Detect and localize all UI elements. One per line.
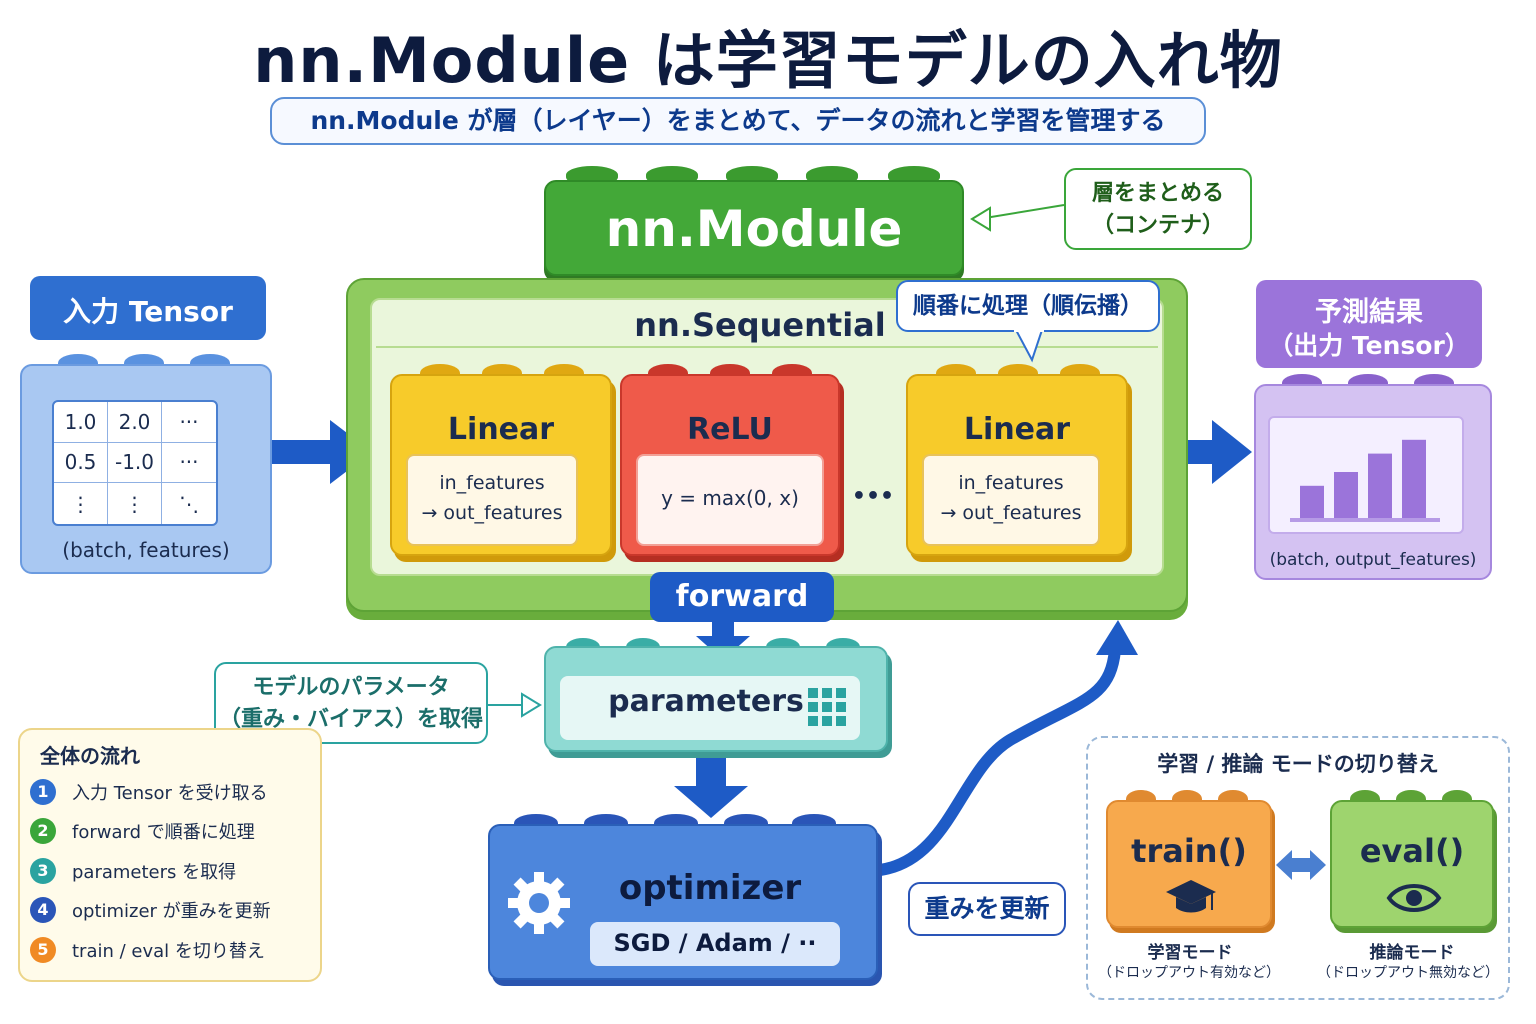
- mode-switch-icon: [1276, 850, 1326, 880]
- modes-title: 学習 / 推論 モードの切り替え: [1157, 752, 1439, 776]
- nn-module-label: nn.Module: [605, 200, 903, 258]
- step-number: 2: [30, 818, 56, 844]
- layers-ellipsis: •••: [851, 484, 895, 509]
- forward-badge: forward: [650, 572, 834, 622]
- params-arrow-shaft: [696, 750, 726, 790]
- input-shape: (batch, features): [62, 538, 230, 562]
- output-bar: [1300, 485, 1324, 518]
- eval-caption: 推論モード: [1369, 943, 1455, 963]
- flow-panel: [18, 728, 322, 982]
- subtitle-banner: nn.Module が層（レイヤー）をまとめて、データの流れと学習を管理する: [270, 97, 1206, 145]
- optimizer-callout: 重みを更新: [908, 882, 1066, 936]
- output-shape: (batch, output_features): [1269, 550, 1477, 570]
- train-caption: 学習モード: [1147, 943, 1233, 963]
- output-chart: [1268, 416, 1464, 534]
- output-bars: [1290, 439, 1440, 522]
- parameters-grid-icon: [808, 688, 846, 726]
- output-tensor-block: (batch, output_features): [1254, 384, 1492, 580]
- page-title: nn.Module は学習モデルの入れ物: [253, 24, 1283, 97]
- forward-arrow-shaft: [712, 620, 734, 640]
- output-bar: [1334, 472, 1358, 518]
- output-bar: [1402, 439, 1426, 518]
- train-caption-detail: （ドロップアウト有効など）: [1098, 965, 1280, 981]
- output-header: 予測結果 （出力 Tensor）: [1256, 280, 1482, 368]
- optimizer-block: optimizer SGD / Adam / ··: [488, 824, 878, 980]
- layer-relu: ReLU y = max(0, x): [620, 374, 840, 556]
- params-callout-pointer: [521, 692, 542, 718]
- step-number: 4: [30, 897, 56, 923]
- input-header: 入力 Tensor: [30, 276, 266, 340]
- eval-caption-detail: （ドロップアウト無効など）: [1317, 965, 1499, 981]
- step-number: 5: [30, 937, 56, 963]
- step-number: 1: [30, 779, 56, 805]
- graduation-cap-icon: [1166, 880, 1216, 913]
- module-callout: 層をまとめる （コンテナ）: [1064, 168, 1252, 250]
- params-arrow-head: [674, 786, 748, 818]
- module-callout-pointer: [970, 206, 991, 232]
- eye-icon: [1386, 884, 1442, 912]
- layer-linear-2: Linear in_features → out_features: [906, 374, 1128, 556]
- sequential-label: nn.Sequential: [634, 306, 886, 344]
- parameters-block: parameters: [544, 646, 888, 752]
- input-matrix: 1.0 2.0 ··· 0.5 -1.0 ··· ⋮ ⋮ ⋱: [52, 400, 218, 526]
- eval-mode-button[interactable]: eval(): [1330, 800, 1494, 928]
- update-curve-arrow: [878, 649, 1121, 876]
- output-baseline: [1290, 518, 1440, 522]
- step-number: 3: [30, 858, 56, 884]
- gear-icon: [508, 872, 570, 934]
- sequential-callout: 順番に処理（順伝播）: [896, 280, 1160, 332]
- nn-module-block: nn.Module: [544, 180, 964, 276]
- modes-panel: [1086, 736, 1510, 1000]
- train-mode-button[interactable]: train(): [1106, 800, 1272, 928]
- flow-title: 全体の流れ: [40, 744, 140, 768]
- output-bar: [1368, 453, 1392, 518]
- update-arrow-head: [1096, 620, 1138, 655]
- output-arrow-head: [1212, 420, 1252, 484]
- layer-linear-1: Linear in_features → out_features: [390, 374, 612, 556]
